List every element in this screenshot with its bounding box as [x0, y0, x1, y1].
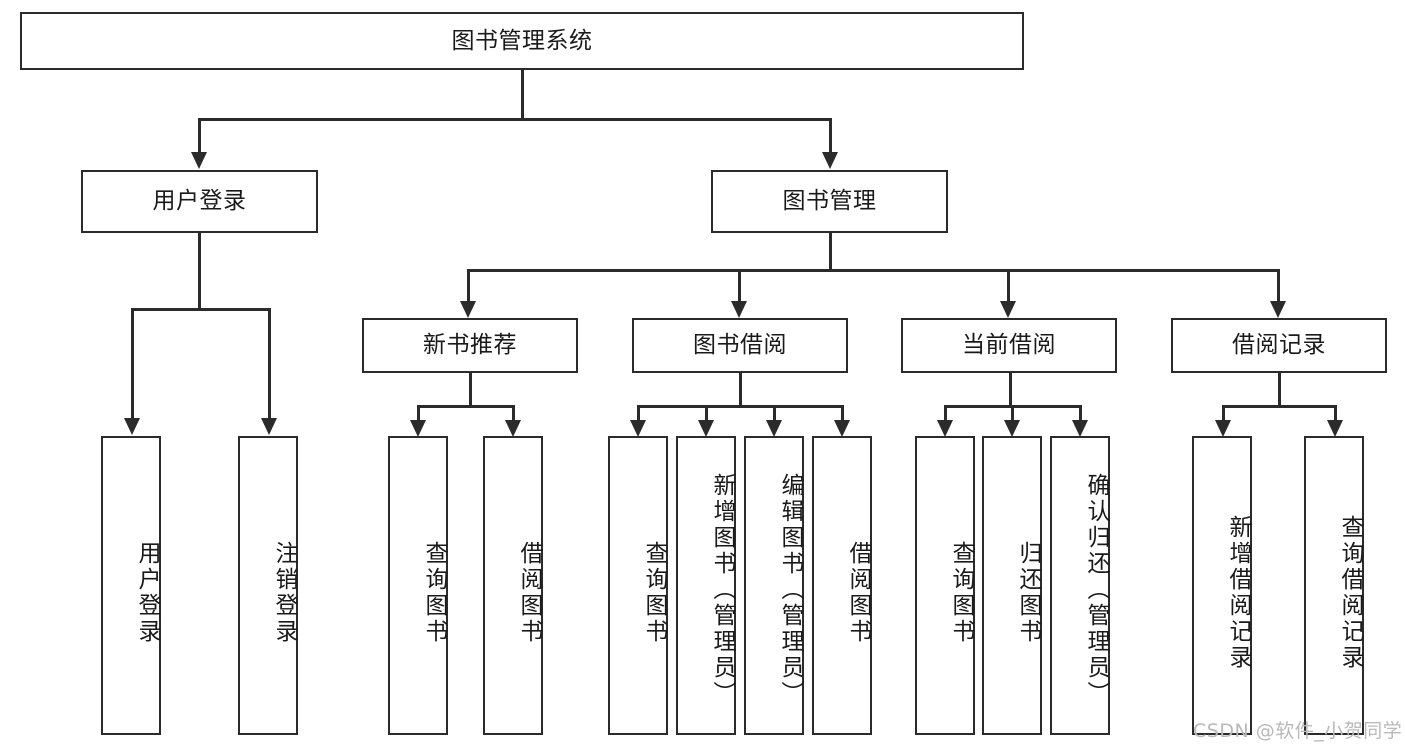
connector-to-new-book — [467, 269, 470, 303]
arrowhead-to-current-borrow — [1000, 301, 1016, 318]
arrowhead-to-borrow-record — [1270, 301, 1286, 318]
node-label: 图书借阅 — [693, 332, 787, 359]
node-label: 查询借阅记录 — [1337, 514, 1363, 671]
connector-current-borrow-drop-3 — [1079, 405, 1082, 431]
arrowhead-borrow-record-leaf-1 — [1215, 420, 1231, 437]
connector-borrow-record-stem — [1278, 373, 1281, 405]
node-label: 图书管理系统 — [451, 27, 593, 54]
node-label: 当前借阅 — [962, 332, 1056, 359]
node-leaf-borrow-book[interactable]: 借阅图书 — [812, 436, 872, 735]
arrowhead-borrow-record-leaf-2 — [1327, 420, 1343, 437]
node-label: 借阅图书 — [845, 540, 871, 645]
connector-user-login-bus — [131, 308, 268, 311]
arrowhead-book-borrow-leaf-3 — [766, 420, 782, 437]
connector-book-borrow-drop-3 — [773, 405, 776, 431]
node-root-system[interactable]: 图书管理系统 — [20, 12, 1024, 70]
connector-user-login-drop-1 — [131, 308, 134, 420]
node-label: 用户登录 — [152, 188, 247, 215]
node-borrow-record[interactable]: 借阅记录 — [1171, 318, 1387, 373]
connector-book-manage-stem — [829, 233, 832, 269]
arrowhead-to-book-borrow — [731, 301, 747, 318]
arrowhead-user-login-leaf-2 — [261, 418, 277, 435]
arrowhead-to-user-login — [191, 152, 207, 169]
connector-new-book-bus — [417, 405, 514, 408]
node-label: 注销登录 — [271, 540, 297, 645]
connector-new-book-stem — [469, 373, 472, 405]
connector-root-bus — [198, 118, 832, 121]
connector-borrow-record-drop-1 — [1222, 405, 1225, 431]
connector-current-borrow-drop-2 — [1011, 405, 1014, 431]
node-label: 确认归还（管理员） — [1083, 472, 1109, 707]
connector-new-book-drop-1 — [417, 405, 420, 431]
arrowhead-book-borrow-leaf-2 — [698, 420, 714, 437]
node-label: 归还图书 — [1015, 540, 1041, 645]
node-label: 查询图书 — [948, 540, 974, 645]
arrowhead-new-book-leaf-1 — [410, 420, 426, 437]
arrowhead-current-borrow-leaf-3 — [1072, 420, 1088, 437]
node-label: 编辑图书（管理员） — [777, 472, 803, 707]
connector-level3-bus — [467, 269, 1278, 272]
connector-root-to-book-manage — [829, 118, 832, 154]
connector-user-login-drop-2 — [268, 308, 271, 420]
connector-root-to-user-login — [198, 118, 201, 154]
node-label: 新增图书（管理员） — [709, 472, 735, 707]
arrowhead-user-login-leaf-1 — [124, 418, 140, 435]
arrowhead-book-borrow-leaf-1 — [630, 420, 646, 437]
connector-to-current-borrow — [1007, 269, 1010, 303]
node-leaf-query-borrow-record[interactable]: 查询借阅记录 — [1304, 436, 1364, 735]
node-book-borrow[interactable]: 图书借阅 — [632, 318, 848, 373]
node-leaf-query-book-recommend[interactable]: 查询图书 — [388, 436, 448, 735]
node-label: 新增借阅记录 — [1225, 514, 1251, 671]
connector-current-borrow-stem — [1009, 373, 1012, 405]
connector-current-borrow-drop-1 — [944, 405, 947, 431]
connector-book-borrow-bus — [637, 405, 842, 408]
arrowhead-current-borrow-leaf-1 — [937, 420, 953, 437]
node-leaf-user-login[interactable]: 用户登录 — [101, 436, 161, 735]
node-leaf-borrow-book-recommend[interactable]: 借阅图书 — [483, 436, 543, 735]
connector-book-borrow-drop-4 — [841, 405, 844, 431]
connector-book-borrow-drop-2 — [705, 405, 708, 431]
arrowhead-to-book-manage — [822, 152, 838, 169]
node-label: 借阅图书 — [516, 540, 542, 645]
node-label: 新书推荐 — [423, 332, 517, 359]
node-label: 图书管理 — [782, 188, 877, 215]
node-label: 查询图书 — [421, 540, 447, 645]
watermark-text: CSDN @软件_小贺同学 — [1193, 720, 1403, 742]
connector-book-borrow-stem — [739, 373, 742, 405]
node-label: 用户登录 — [134, 540, 160, 645]
connector-user-login-stem — [198, 233, 201, 308]
arrowhead-to-new-book — [460, 301, 476, 318]
connector-new-book-drop-2 — [512, 405, 515, 431]
node-current-borrow[interactable]: 当前借阅 — [901, 318, 1117, 373]
connector-borrow-record-drop-2 — [1334, 405, 1337, 431]
node-user-login[interactable]: 用户登录 — [81, 170, 318, 233]
connector-borrow-record-bus — [1222, 405, 1336, 408]
arrowhead-current-borrow-leaf-2 — [1004, 420, 1020, 437]
node-leaf-query-book-current[interactable]: 查询图书 — [915, 436, 975, 735]
connector-to-book-borrow — [738, 269, 741, 303]
node-leaf-return-book[interactable]: 归还图书 — [982, 436, 1042, 735]
arrowhead-new-book-leaf-2 — [505, 420, 521, 437]
node-label: 查询图书 — [641, 540, 667, 645]
node-leaf-query-book-borrow[interactable]: 查询图书 — [608, 436, 668, 735]
node-leaf-edit-book-admin[interactable]: 编辑图书（管理员） — [744, 436, 804, 735]
node-leaf-add-borrow-record[interactable]: 新增借阅记录 — [1192, 436, 1252, 735]
connector-root-stem — [521, 70, 524, 118]
node-leaf-logout[interactable]: 注销登录 — [238, 436, 298, 735]
node-new-book-recommend[interactable]: 新书推荐 — [362, 318, 578, 373]
node-leaf-add-book-admin[interactable]: 新增图书（管理员） — [676, 436, 736, 735]
node-label: 借阅记录 — [1232, 332, 1326, 359]
connector-book-borrow-drop-1 — [637, 405, 640, 431]
node-book-management[interactable]: 图书管理 — [711, 170, 948, 233]
node-leaf-confirm-return-admin[interactable]: 确认归还（管理员） — [1050, 436, 1110, 735]
arrowhead-book-borrow-leaf-4 — [834, 420, 850, 437]
connector-to-borrow-record — [1277, 269, 1280, 303]
